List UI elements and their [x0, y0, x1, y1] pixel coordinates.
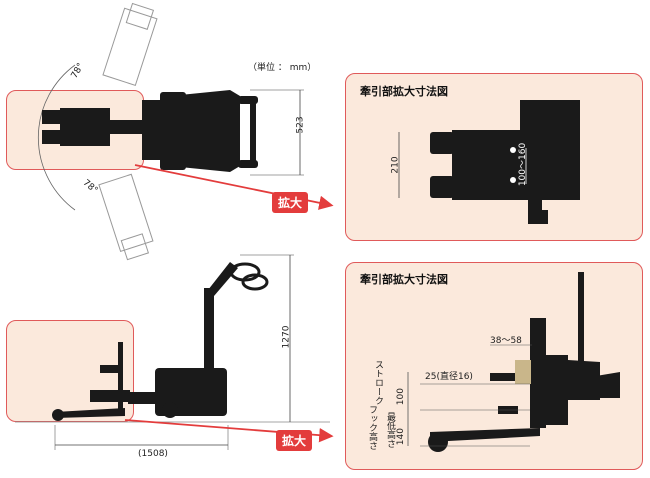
unit-note: （単位 ： mm） [248, 63, 317, 73]
detail-dim-100-160: 100～160 [518, 142, 529, 187]
side-view-machine [52, 262, 269, 421]
ghost-pusher-lower [98, 173, 154, 261]
zoom-label-top: 拡大 [272, 192, 309, 213]
detail-dim-210: 210 [390, 156, 401, 174]
dim-38-58: 38～58 [490, 336, 522, 346]
dim-100: 100 [396, 388, 406, 406]
hook-height-label: フック高さ [367, 405, 377, 450]
top-detail-title: 牽引部拡大寸法図 [360, 85, 448, 98]
stroke-label: ストローク [373, 360, 383, 405]
plan-view-machine [42, 90, 258, 172]
zoom-label-bottom: 拡大 [276, 430, 313, 451]
height-dim-523: 523 [295, 116, 306, 134]
swing-arc [37, 64, 76, 211]
length-dim-1508: (1508) [138, 449, 168, 459]
ghost-pusher-upper [102, 2, 158, 87]
bottom-detail-title: 牽引部拡大寸法図 [360, 273, 448, 286]
dim-140: 140 [396, 428, 406, 446]
detail-plan-view [430, 100, 580, 224]
height-dim-1270: 1270 [281, 325, 292, 349]
dim-25-diameter: 25(直径16) [425, 372, 473, 382]
detail-side-view [428, 272, 620, 452]
min-height-label: 最低高さ [385, 412, 395, 448]
